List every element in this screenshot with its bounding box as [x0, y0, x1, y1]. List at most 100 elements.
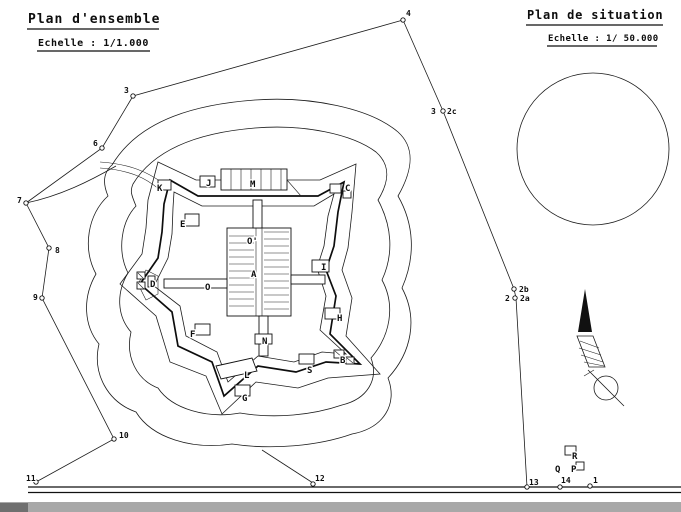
building-label-D: D: [150, 280, 156, 290]
covered-way-outline: [119, 161, 381, 415]
boundary-marker-4: [400, 17, 406, 23]
boundary-marker-2c: [440, 108, 446, 114]
building-g: [234, 384, 251, 397]
boundary-point-label-2c: 2c: [447, 107, 457, 116]
north-arrow: [576, 289, 625, 407]
bastion-details: [136, 183, 355, 365]
boundary-marker-9: [39, 295, 45, 301]
north-arrow-hatching: [578, 340, 605, 367]
north-arrow-circle: [593, 375, 619, 401]
building-m-partitions: [230, 169, 282, 190]
casemate-block: [226, 227, 292, 317]
corridor-north: [252, 199, 263, 229]
outer-fence-outline: [86, 98, 412, 448]
scan-edge-bottom: [0, 502, 681, 512]
building-label-F: F: [190, 330, 195, 340]
building-f: [194, 323, 211, 336]
building-label-C: C: [345, 184, 350, 194]
scan-artifacts: [0, 502, 681, 512]
bastion-d-shelter: [147, 275, 156, 288]
outbuildings: [157, 175, 585, 471]
boundary-point-label-14: 14: [561, 476, 571, 485]
boundary-point-label-12: 12: [315, 474, 325, 483]
bastion-b-shelter: [333, 349, 345, 359]
building-label-Q: Q: [555, 465, 561, 475]
fort-earthworks: [86, 98, 412, 448]
building-label-I: I: [321, 263, 326, 273]
building-label-R: R: [572, 452, 578, 462]
boundary-marker-12: [310, 481, 316, 487]
casemate-hatching-right: [264, 231, 289, 310]
building-label-M: M: [250, 180, 256, 190]
boundary-point-label-13: 13: [529, 478, 539, 487]
parcel-labels-layer: 32: [430, 106, 511, 304]
north-arrow-band: [576, 335, 606, 368]
path-to-road: [261, 449, 314, 484]
boundary-east: [402, 19, 528, 488]
boundary-point-label-9: 9: [33, 293, 38, 302]
building-label-B: B: [340, 356, 346, 366]
boundary-marker-3: [130, 93, 136, 99]
situation-plan: [516, 72, 670, 226]
bastion-d-shelter: [136, 271, 146, 280]
boundary-marker-2a: [512, 295, 518, 301]
building-i: [311, 259, 330, 273]
situation-map-circle: [516, 72, 670, 226]
corridor-east: [290, 274, 326, 285]
scan-edge-corner: [0, 503, 28, 512]
boundary-point-label-11: 11: [26, 474, 36, 483]
building-label-G: G: [242, 394, 247, 404]
north-arrow-tick: [583, 369, 595, 377]
boundary-point-label-4: 4: [406, 9, 411, 18]
casemate-hatching-left: [229, 235, 254, 307]
building-label-A: A: [251, 270, 257, 280]
titles-block: Plan d'ensemble Echelle : 1/1.000 Plan d…: [27, 8, 663, 52]
rampart-outline: [138, 178, 363, 398]
north-arrow-head: [578, 289, 592, 332]
boundary-point-label-3: 3: [124, 86, 129, 95]
north-arrow-diagonal: [587, 369, 625, 407]
ensemble-title: Plan d'ensemble: [28, 12, 160, 27]
building-l: [215, 357, 258, 380]
building-label-O': O': [247, 237, 258, 247]
boundary-point-label-1: 1: [593, 476, 598, 485]
boundary-marker-1: [587, 483, 593, 489]
building-s: [298, 353, 315, 365]
building-label-N: N: [262, 337, 267, 347]
building-label-K: K: [157, 184, 163, 194]
parcel-label-2: 2: [505, 294, 510, 303]
situation-scale: Echelle : 1/ 50.000: [548, 34, 659, 44]
situation-title: Plan de situation: [527, 8, 663, 22]
bastion-b-hatching: [334, 350, 354, 364]
boundary-point-label-2b: 2b: [519, 285, 529, 294]
building-p: [575, 461, 585, 471]
building-n: [254, 333, 273, 345]
boundary-marker-14: [557, 484, 563, 490]
building-label-H: H: [337, 314, 342, 324]
boundary-point-label-6: 6: [93, 139, 98, 148]
building-label-O: O: [205, 283, 211, 293]
boundary-marker-8: [46, 245, 52, 251]
boundary-marker-7: [23, 200, 29, 206]
bastion-c-shelter: [342, 190, 352, 199]
building-r: [564, 445, 577, 456]
boundary-point-label-7: 7: [17, 196, 22, 205]
boundary-marker-11: [33, 479, 39, 485]
building-j: [199, 175, 216, 188]
building-e: [184, 213, 200, 227]
building-label-L: L: [244, 371, 250, 381]
building-label-E: E: [180, 220, 185, 230]
boundary-marker-2b: [511, 286, 517, 292]
building-label-P: P: [571, 465, 577, 475]
building-k: [157, 179, 172, 191]
boundary-marker-10: [111, 436, 117, 442]
boundary-point-label-10: 10: [119, 431, 129, 440]
boundary-marker-13: [524, 484, 530, 490]
bastion-d-hatching: [137, 272, 145, 290]
building-m: [220, 168, 288, 191]
building-h: [324, 307, 341, 320]
glacis-outline: [119, 126, 391, 417]
